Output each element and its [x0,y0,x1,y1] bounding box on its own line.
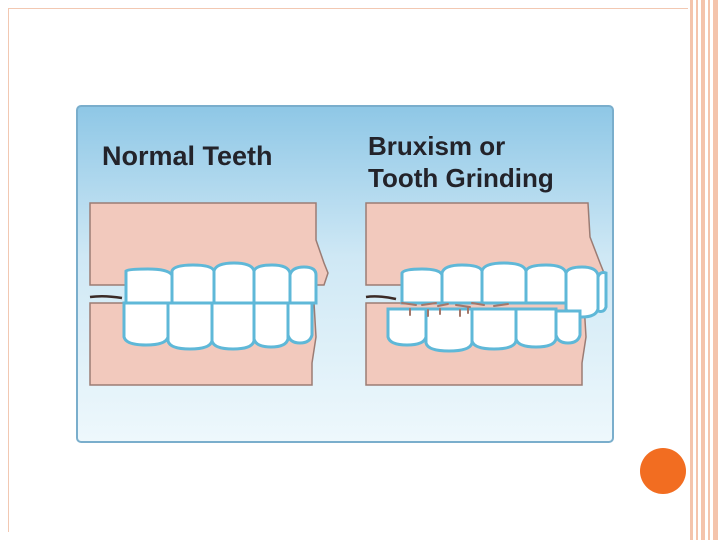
slide-frame-left-line [8,8,9,532]
panel-right-title-line2: Tooth Grinding [368,163,554,193]
slide-decorative-stripes [688,0,720,540]
upper-teeth-normal [124,261,318,305]
lip-line-right [365,295,397,301]
panel-left-title: Normal Teeth [102,141,273,171]
bruxism-illustration: Normal Teeth Bruxism or Tooth Grinding [76,105,614,443]
lower-teeth-worn [386,307,582,353]
accent-dot [640,448,686,494]
lower-teeth-normal [122,301,314,351]
normal-teeth-panel [89,202,329,386]
bruxism-teeth-panel [365,202,608,386]
grinding-wear-marks [401,302,509,317]
panel-right-title-line1: Bruxism or [368,131,505,161]
lip-line-left [89,294,123,300]
slide-frame-top-line [8,8,688,9]
